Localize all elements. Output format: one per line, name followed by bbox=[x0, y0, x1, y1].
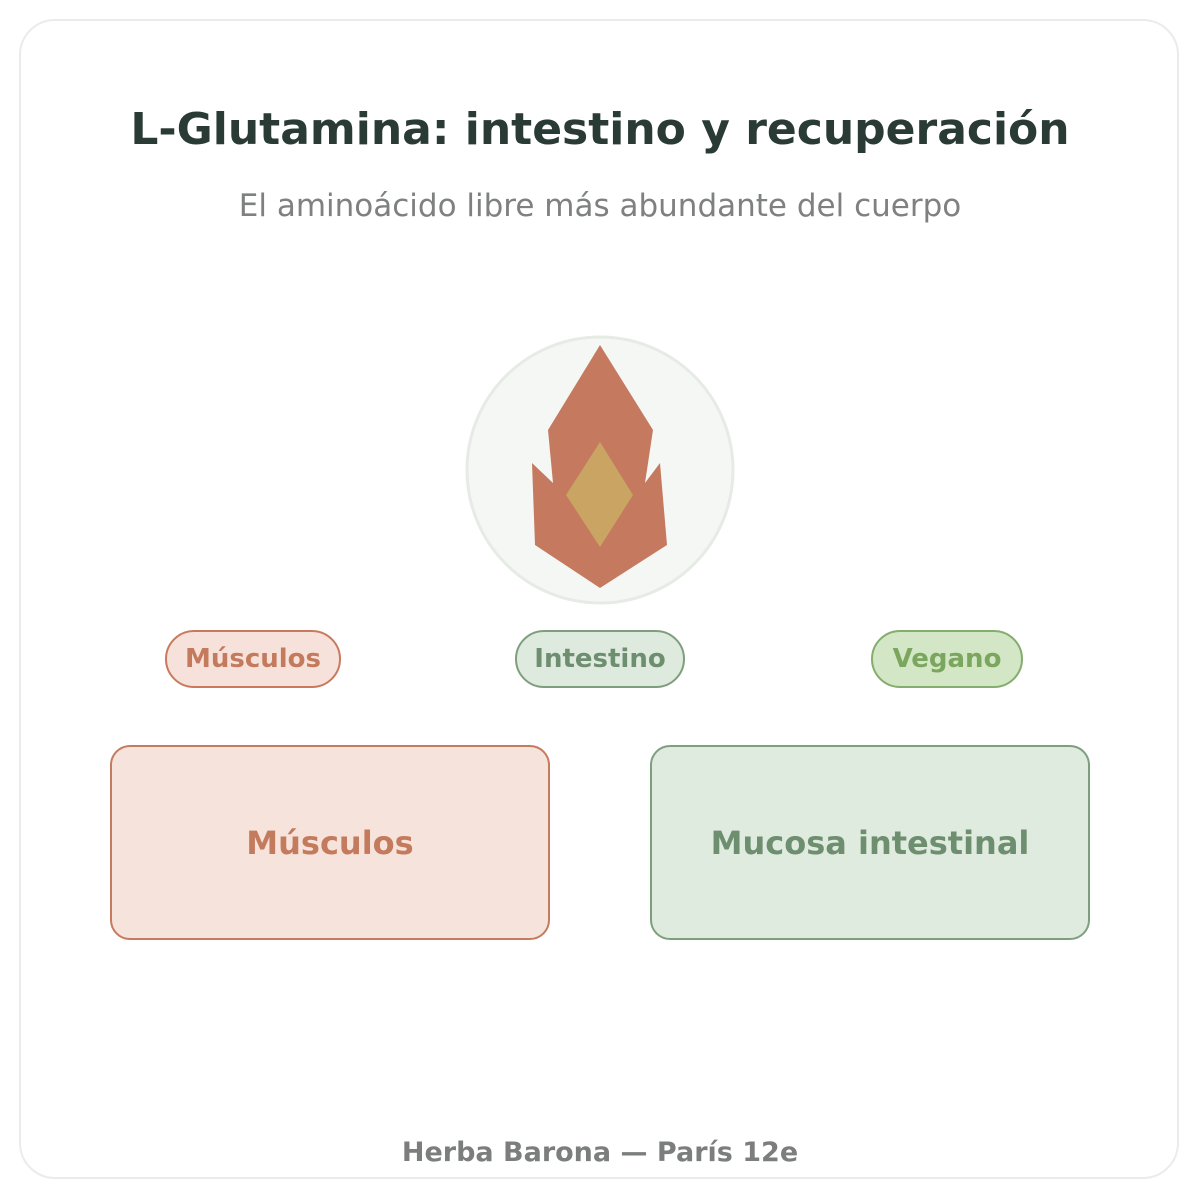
benefit-box-mucosa: Mucosa intestinal bbox=[650, 745, 1090, 940]
tag-musculos: Músculos bbox=[165, 630, 341, 688]
benefit-box-label: Músculos bbox=[246, 823, 414, 862]
tag-vegano: Vegano bbox=[871, 630, 1023, 688]
footer-brand: Herba Barona — París 12e bbox=[401, 1137, 799, 1168]
page-title: L-Glutamina: intestino y recuperación bbox=[130, 104, 1070, 155]
flame-core bbox=[566, 442, 633, 547]
benefit-box-musculos: Músculos bbox=[110, 745, 550, 940]
flame-icon bbox=[532, 345, 667, 588]
benefit-box-label: Mucosa intestinal bbox=[710, 823, 1030, 862]
page-subtitle: El aminoácido libre más abundante del cu… bbox=[238, 188, 962, 224]
flame-emblem bbox=[465, 335, 735, 605]
tag-intestino: Intestino bbox=[515, 630, 685, 688]
